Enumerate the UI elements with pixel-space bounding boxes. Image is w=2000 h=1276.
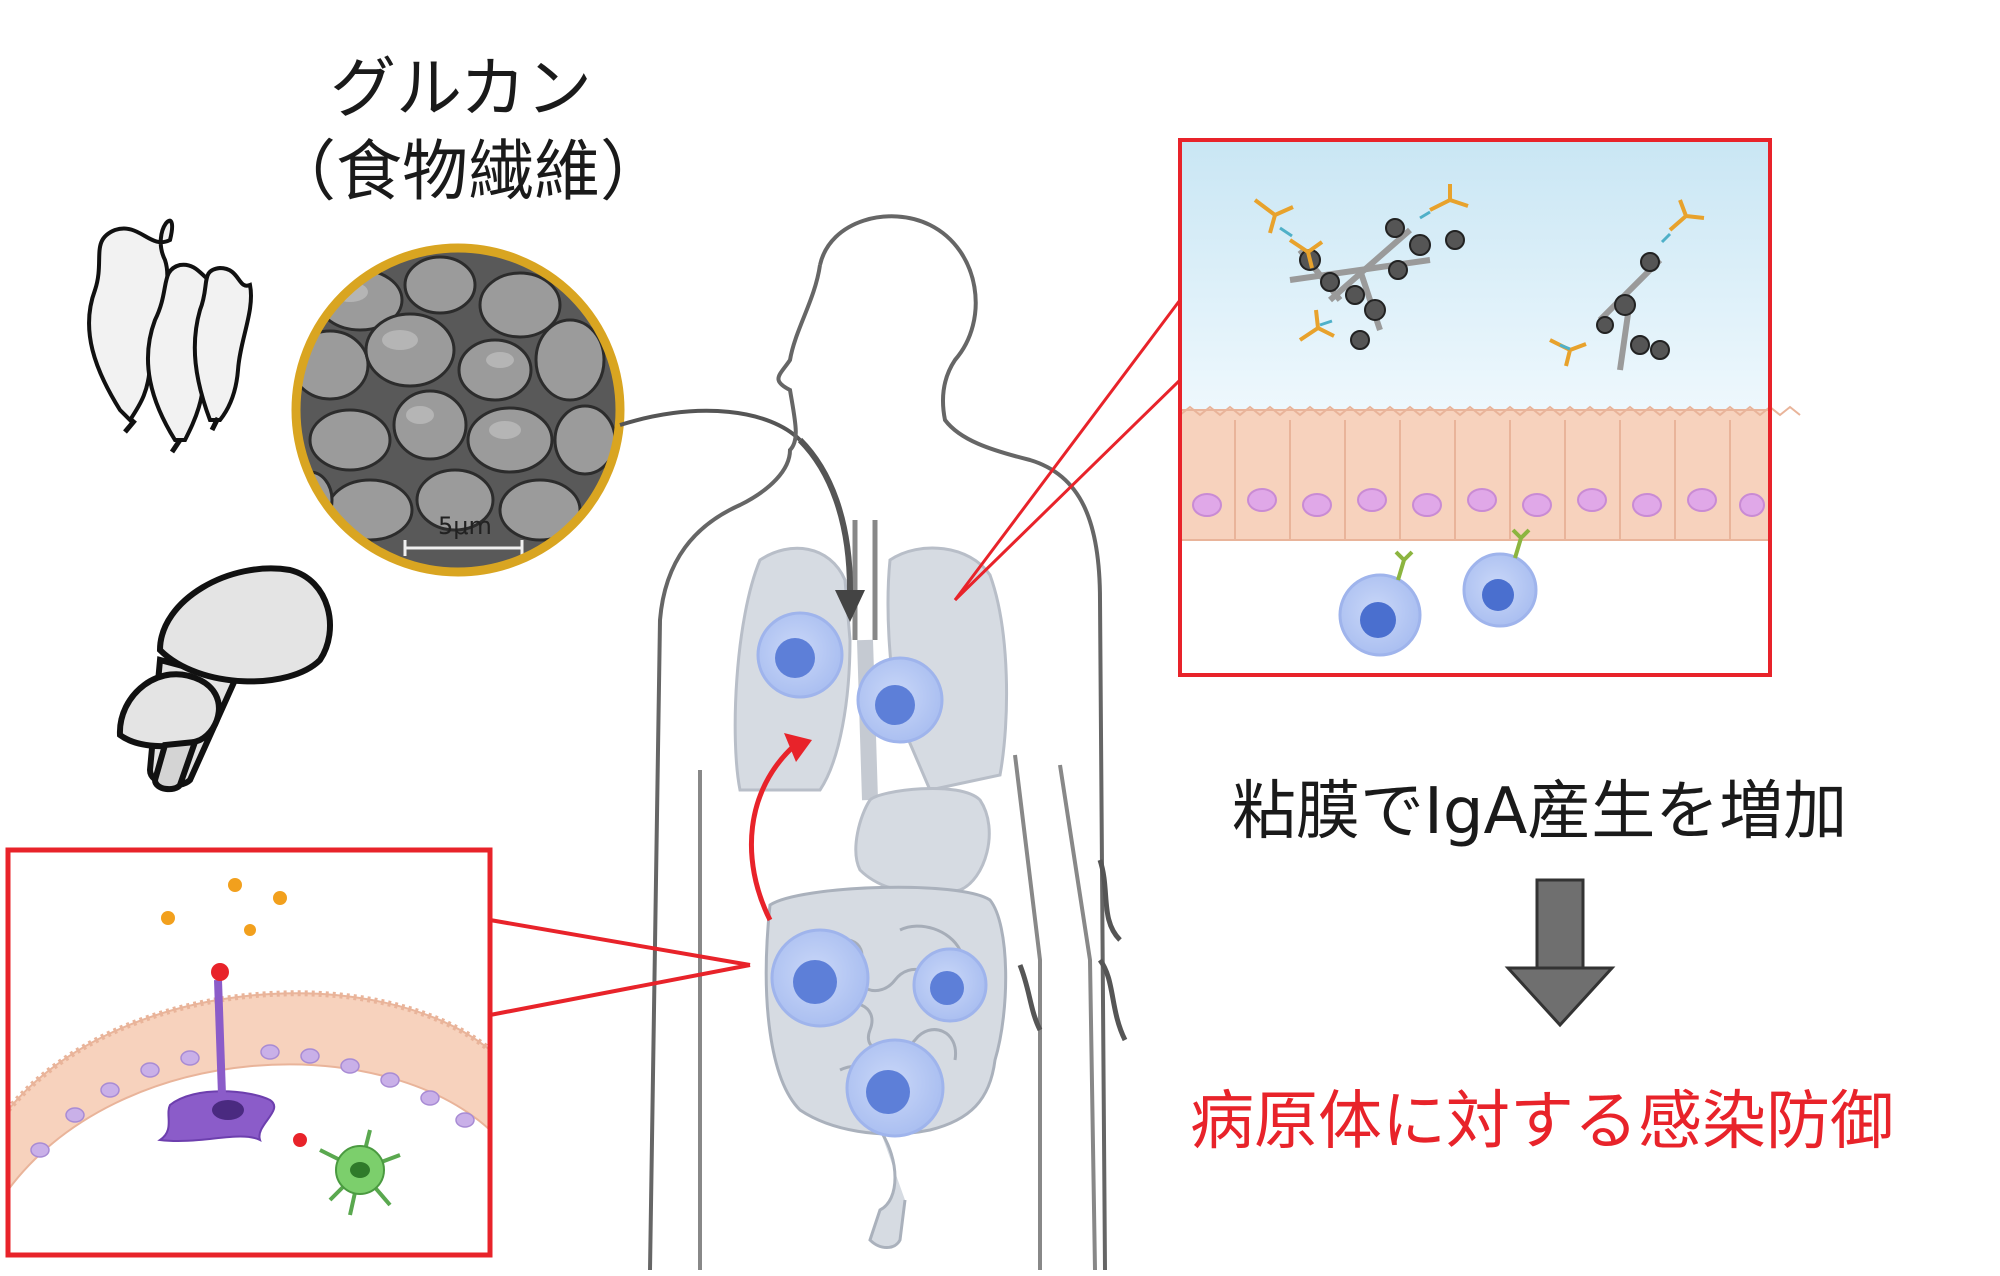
arm-right [1013, 754, 1097, 1271]
outcome-label: 病原体に対する感染防御 [1190, 1085, 1894, 1159]
down-arrow-icon [1504, 878, 1616, 1028]
seaweed-icon [87, 218, 253, 454]
gut-panel [5, 847, 493, 1258]
organ-cells [756, 611, 988, 1138]
mushroom-icon [116, 565, 333, 793]
trachea [852, 520, 878, 640]
stomach [854, 786, 991, 896]
effect-label: 粘膜でIgA産生を増加 [1232, 775, 1848, 849]
body-silhouette [648, 214, 1107, 1271]
gut-zoom-lines [489, 918, 751, 1017]
subtitle: （食物繊維） [270, 133, 666, 210]
lung-mucosa-panel [1178, 138, 1801, 677]
title: グルカン [330, 50, 593, 127]
lung-zoom-lines [953, 299, 1182, 602]
migration-arrow [748, 733, 812, 922]
micrograph-circle [291, 243, 625, 577]
scale-bar-label: 5μm [438, 512, 492, 540]
ingestion-arrow [797, 437, 865, 622]
micrograph-connector [619, 408, 802, 442]
hand-right [1017, 859, 1128, 1042]
